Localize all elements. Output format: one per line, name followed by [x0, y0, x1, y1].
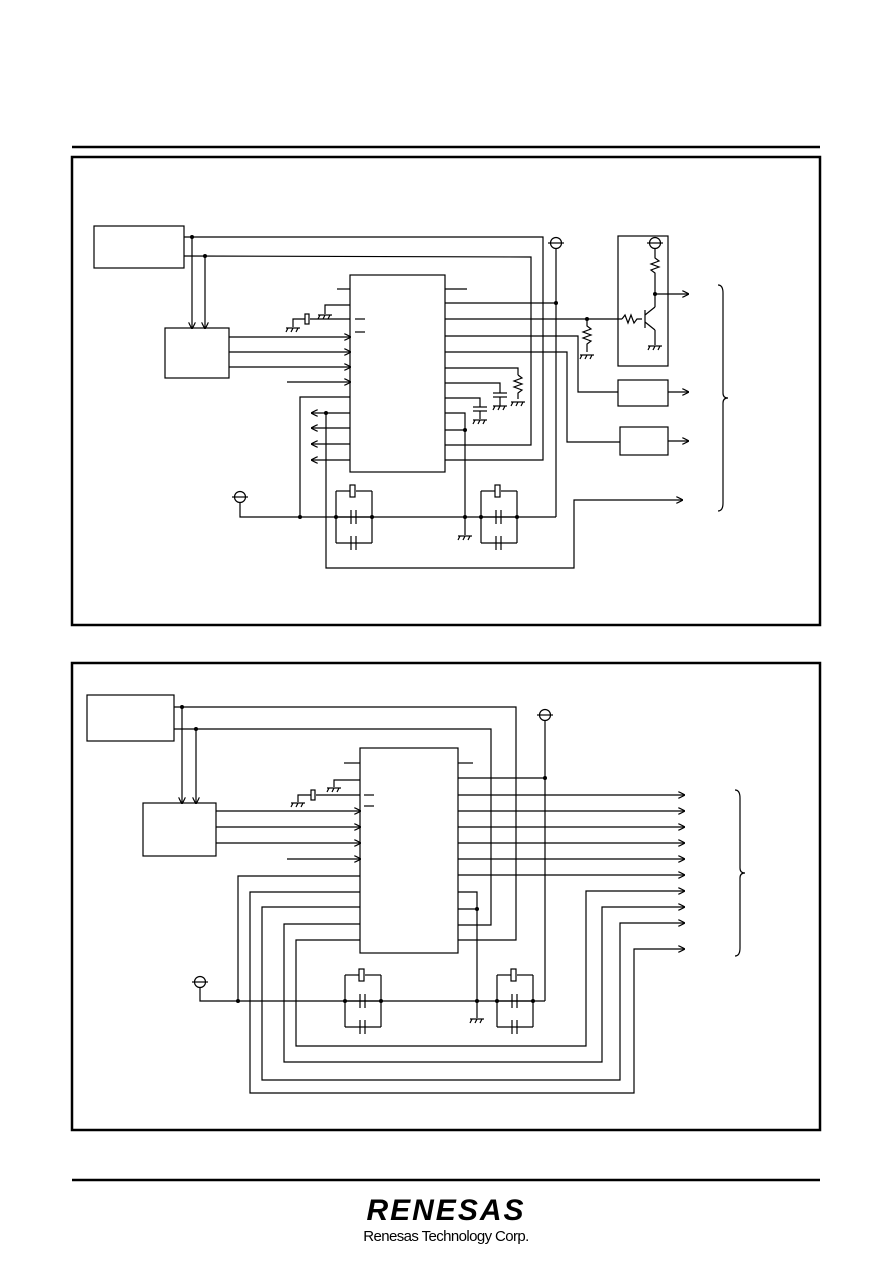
brace [717, 284, 729, 512]
company-name: Renesas Technology Corp. [363, 1228, 529, 1245]
brace [734, 789, 746, 957]
top-circuit-diagram [70, 155, 822, 627]
bottom-circuit-diagram [70, 661, 822, 1132]
logo-wordmark: RENESAS [366, 1194, 526, 1227]
renesas-logo: RENESAS Renesas Technology Corp. [346, 1194, 546, 1246]
